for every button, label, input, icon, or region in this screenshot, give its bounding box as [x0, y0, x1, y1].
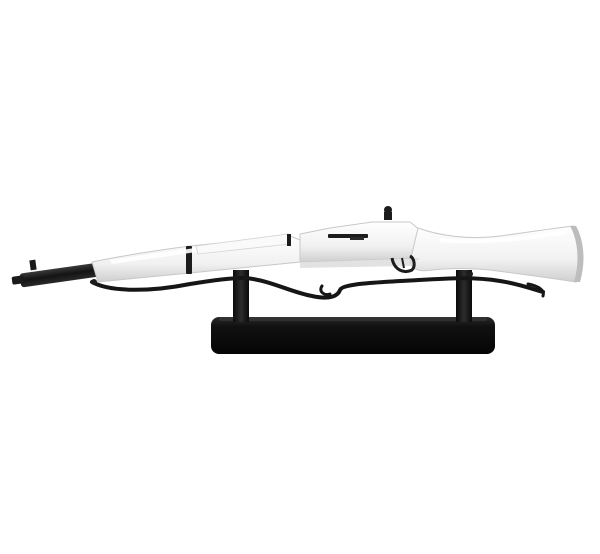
sling [90, 275, 545, 300]
trigger-guard [390, 254, 416, 273]
rifle-stock [91, 221, 584, 283]
stand-base [211, 317, 495, 354]
stand-post-left [233, 270, 249, 322]
rifle-barrel [11, 259, 99, 288]
handguard-clip [287, 234, 291, 246]
stand-base-top-edge [219, 317, 487, 321]
front-sight [29, 259, 37, 271]
trigger [401, 257, 405, 269]
sling-swivel-rear [467, 271, 473, 277]
sling-swivel-front [91, 279, 97, 285]
bolt [350, 237, 364, 240]
display-stand [211, 270, 495, 354]
stand-post-right [456, 270, 472, 322]
stock-highlights [110, 230, 566, 264]
